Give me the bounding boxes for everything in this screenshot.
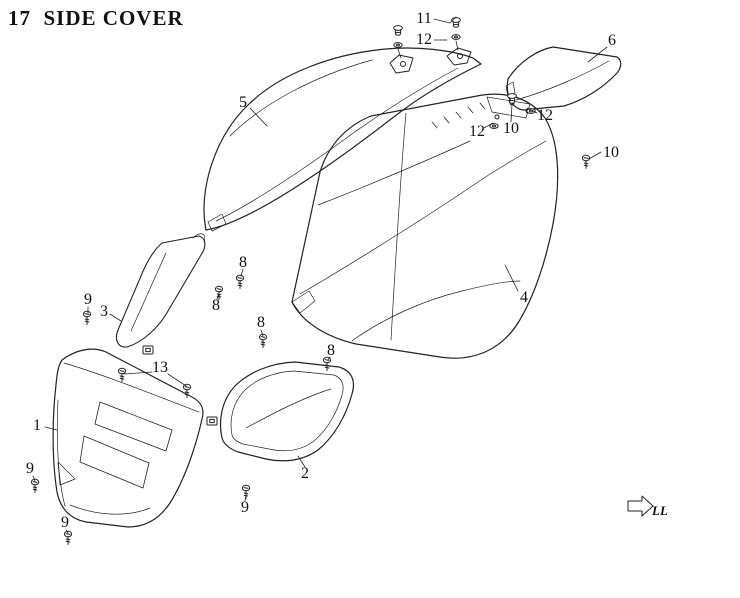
clip-13-a <box>142 345 154 355</box>
clip-13-b <box>206 416 218 426</box>
screw-10-right <box>581 154 591 169</box>
page-title: 17 SIDE COVER <box>8 6 184 30</box>
panel-6-top-cover <box>505 46 622 111</box>
fasteners <box>30 17 591 545</box>
part-label-11: 11 <box>416 10 432 27</box>
washer-12-right <box>451 34 461 40</box>
part-label-8: 8 <box>257 314 265 331</box>
panel-5-side-cover-left <box>203 47 482 232</box>
part-label-9: 9 <box>26 460 34 477</box>
grommet-11-right <box>451 17 461 28</box>
screw-8-d <box>322 356 332 371</box>
part-label-5: 5 <box>239 94 247 111</box>
part-label-4: 4 <box>520 289 528 306</box>
panel-2-lower-cover <box>219 361 355 462</box>
stitch-ticks <box>431 102 486 129</box>
part-label-8: 8 <box>327 342 335 359</box>
direction-arrow-icon <box>627 495 654 517</box>
screw-9-a <box>82 310 92 325</box>
panel-3-trim-bracket <box>115 233 206 348</box>
washer-12-mid-right <box>526 108 536 114</box>
part-label-12: 12 <box>537 107 553 124</box>
part-label-8: 8 <box>212 297 220 314</box>
grommet-11-left <box>393 25 403 36</box>
direction-marker-text: LL <box>652 503 668 518</box>
part-label-10: 10 <box>503 120 519 137</box>
part-label-9: 9 <box>241 499 249 516</box>
part-label-13: 13 <box>152 359 168 376</box>
part-label-3: 3 <box>100 303 108 320</box>
bolt-13-a <box>117 367 127 382</box>
part-label-8: 8 <box>239 254 247 271</box>
leader-lines <box>32 16 608 534</box>
part-label-10: 10 <box>603 144 619 161</box>
part-label-12: 12 <box>469 123 485 140</box>
washer-12-left <box>393 42 403 48</box>
panel-1-front-cover <box>52 348 204 528</box>
part-label-9: 9 <box>84 291 92 308</box>
part-label-6: 6 <box>608 32 616 49</box>
screw-8-a <box>235 274 245 289</box>
part-label-1: 1 <box>33 417 41 434</box>
part-label-9: 9 <box>61 514 69 531</box>
part-label-12: 12 <box>416 31 432 48</box>
grommet-10-mid <box>507 93 517 104</box>
part-label-2: 2 <box>301 465 309 482</box>
